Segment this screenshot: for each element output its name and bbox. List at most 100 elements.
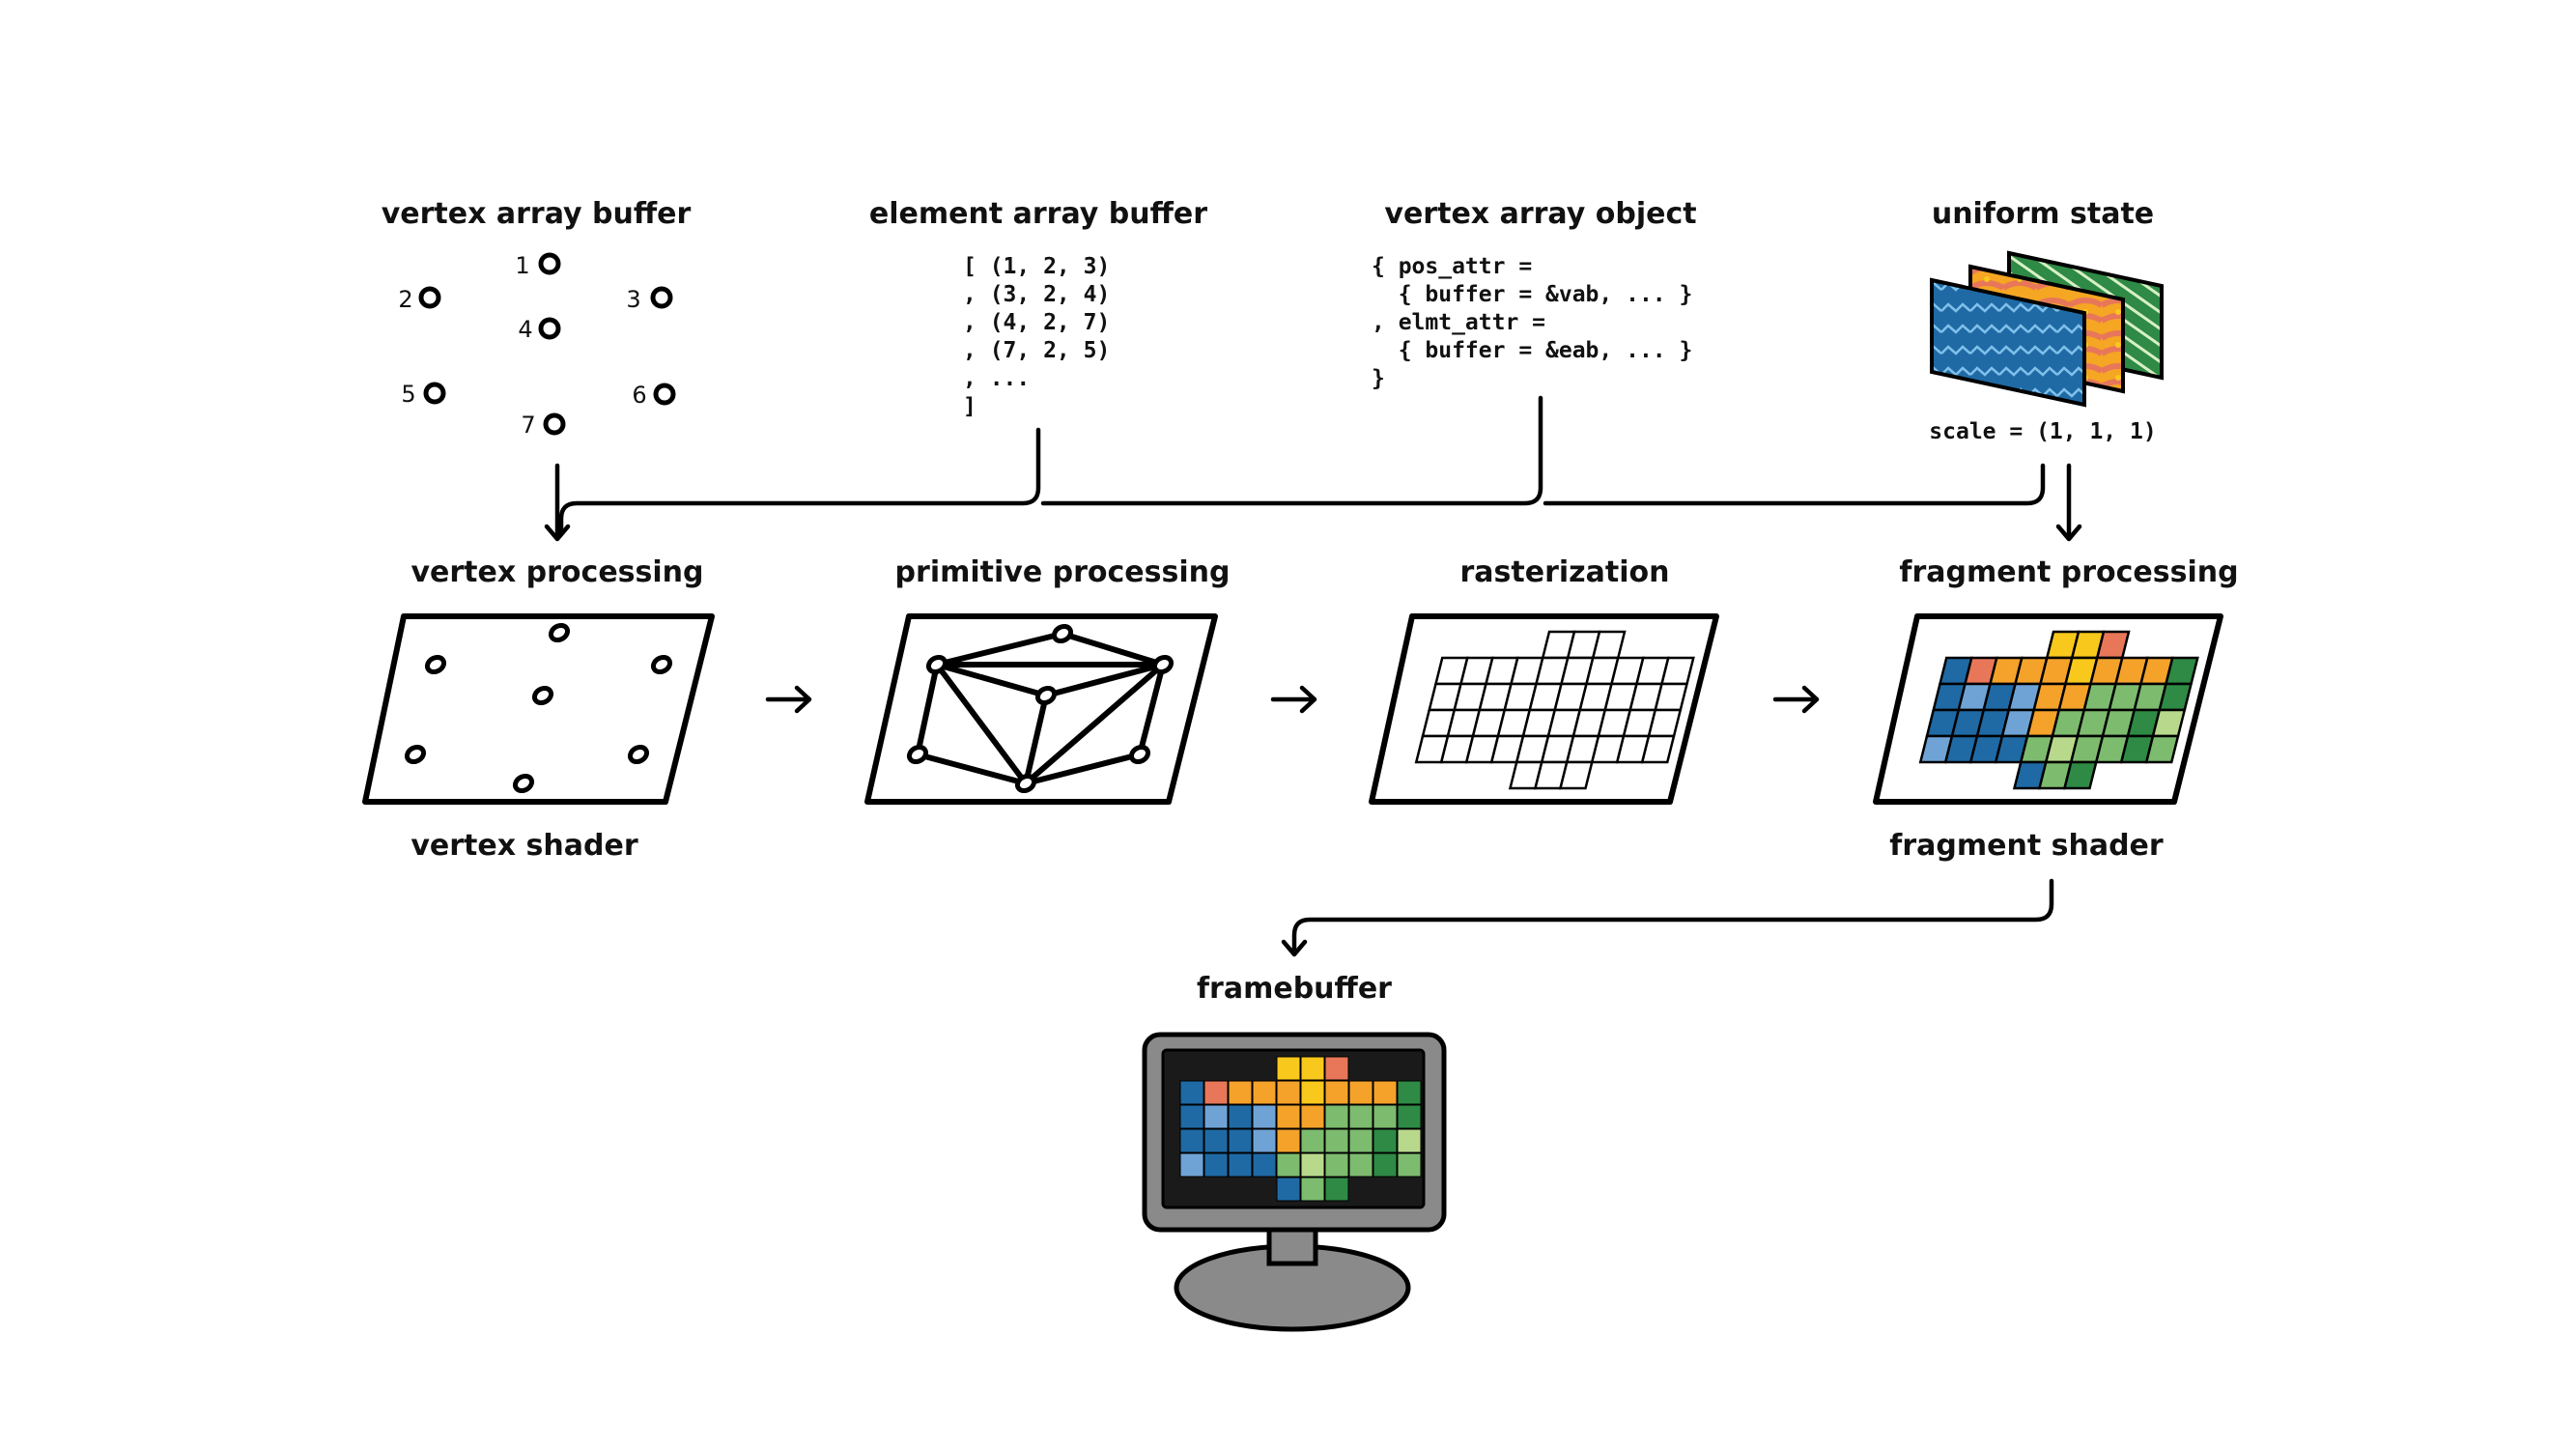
framebuffer-pixel <box>1203 1104 1229 1129</box>
framebuffer-pixel <box>1324 1128 1349 1153</box>
vertex-point-4: 4 <box>518 316 561 343</box>
primitive-vertex-5 <box>906 744 929 765</box>
framebuffer-pixel <box>1203 1152 1229 1178</box>
framebuffer-pixel <box>1228 1128 1253 1153</box>
vao-line-4: { buffer = &eab, ... } <box>1372 338 1692 363</box>
texture-blue <box>1930 277 2086 408</box>
framebuffer-pixel <box>1228 1080 1253 1105</box>
vao-code: { pos_attr = { buffer = &vab, ... } , el… <box>1372 254 1692 391</box>
primitive-processing-title: primitive processing <box>895 555 1231 589</box>
vertex-points: 1 2 3 4 5 6 7 <box>398 252 676 439</box>
framebuffer-pixel <box>1179 1152 1204 1178</box>
element-buffer-code: [ (1, 2, 3) , (3, 2, 4) , (4, 2, 7) , (7… <box>963 254 1110 419</box>
framebuffer-pixel <box>1276 1177 1301 1202</box>
processed-vertex-5 <box>404 744 427 765</box>
shaded-fragment-cell <box>2144 734 2180 764</box>
primitive-vertex-1 <box>1051 623 1074 644</box>
processed-vertex-3 <box>650 654 673 675</box>
framebuffer-pixel <box>1373 1128 1398 1153</box>
framebuffer-pixel <box>1324 1056 1349 1081</box>
shaded-fragment-cell <box>2151 708 2187 738</box>
vertex-point-7: 7 <box>521 412 566 439</box>
framebuffer-pixel <box>1300 1056 1325 1081</box>
flow-arrow-2 <box>1270 685 1317 714</box>
raster-fragment-cell <box>1654 682 1689 712</box>
raster-fragment-cell <box>1647 708 1683 738</box>
framebuffer-pixel <box>1348 1152 1373 1178</box>
framebuffer-pixel <box>1276 1056 1301 1081</box>
primitive-vertex-6 <box>1128 744 1151 765</box>
shaded-fragment-cell <box>2164 656 2199 686</box>
framebuffer-title: framebuffer <box>1197 972 1392 1006</box>
element-buffer-line-4: , (7, 2, 5) <box>963 338 1110 363</box>
vertex-number-4: 4 <box>518 316 532 343</box>
monitor-icon <box>1142 1032 1447 1332</box>
vertex-number-7: 7 <box>521 412 535 439</box>
primitive-vertex-3 <box>1151 654 1175 675</box>
framebuffer-pixel <box>1252 1128 1277 1153</box>
framebuffer-pixel <box>1252 1152 1277 1178</box>
framebuffer-pixel <box>1228 1104 1253 1129</box>
raster-fragment-grid <box>1414 630 1695 790</box>
framebuffer-pixel <box>1203 1080 1229 1105</box>
raster-fragment-cell <box>1659 656 1695 686</box>
vertex-processing-panel <box>362 613 715 805</box>
raster-fragment-cell <box>1558 760 1594 790</box>
framebuffer-pixel <box>1300 1104 1325 1129</box>
vertex-point-3: 3 <box>626 286 673 313</box>
processed-vertex-6 <box>627 744 650 765</box>
monitor-neck <box>1266 1224 1318 1266</box>
framebuffer-pixel <box>1276 1080 1301 1105</box>
element-buffer-line-2: , (3, 2, 4) <box>963 282 1110 307</box>
vertex-number-1: 1 <box>515 252 529 279</box>
framebuffer-pixel <box>1373 1080 1398 1105</box>
vertex-point-6: 6 <box>632 382 676 409</box>
framebuffer-pixel <box>1397 1104 1422 1129</box>
framebuffer-pixel <box>1276 1128 1301 1153</box>
framebuffer-pixel <box>1373 1152 1398 1178</box>
framebuffer-pixel <box>1348 1104 1373 1129</box>
texture-stack-icon <box>1930 250 2164 408</box>
framebuffer-pixels <box>1179 1056 1422 1202</box>
framebuffer-pixel <box>1324 1177 1349 1202</box>
shaded-fragment-cell <box>2062 760 2098 790</box>
flow-arrow-1 <box>765 685 812 714</box>
output-connector <box>1281 878 2054 957</box>
framebuffer-pixel <box>1324 1104 1349 1129</box>
shaded-fragment-grid <box>1918 630 2199 790</box>
raster-fragment-cell <box>1640 734 1676 764</box>
fragment-shader-label: fragment shader <box>1889 829 2164 863</box>
processed-vertex-7 <box>512 773 535 794</box>
uniform-state-title: uniform state <box>1932 197 2154 231</box>
framebuffer-pixel <box>1324 1080 1349 1105</box>
framebuffer-pixel <box>1397 1152 1422 1178</box>
framebuffer-pixel <box>1179 1080 1204 1105</box>
primitive-processing-panel <box>864 613 1218 805</box>
framebuffer-pixel <box>1300 1152 1325 1178</box>
vertex-number-6: 6 <box>632 382 646 409</box>
primitive-vertex-4 <box>1034 685 1058 706</box>
framebuffer-pixel <box>1276 1152 1301 1178</box>
vao-line-5: } <box>1372 366 1385 391</box>
raster-fragment-cell <box>1591 630 1627 660</box>
vertex-point-2: 2 <box>398 286 441 313</box>
framebuffer-pixel <box>1397 1128 1422 1153</box>
element-buffer-line-5: , ... <box>963 366 1030 391</box>
vertex-processing-title: vertex processing <box>410 555 703 589</box>
framebuffer-pixel <box>1324 1152 1349 1178</box>
input-connectors <box>544 395 2082 542</box>
primitive-vertex-2 <box>925 654 948 675</box>
framebuffer-pixel <box>1179 1128 1204 1153</box>
processed-vertex-1 <box>548 622 571 643</box>
flow-arrow-3 <box>1772 685 1820 714</box>
framebuffer-pixel <box>1252 1080 1277 1105</box>
vertex-shader-label: vertex shader <box>410 829 637 863</box>
processed-vertex-4 <box>531 685 554 706</box>
processed-vertex-2 <box>424 654 447 675</box>
shaded-fragment-cell <box>2158 682 2194 712</box>
vertex-number-3: 3 <box>626 286 640 313</box>
fragment-processing-panel <box>1873 613 2223 805</box>
framebuffer-pixel <box>1252 1104 1277 1129</box>
shaded-fragment-cell <box>2095 630 2131 660</box>
vertex-number-2: 2 <box>398 286 412 313</box>
